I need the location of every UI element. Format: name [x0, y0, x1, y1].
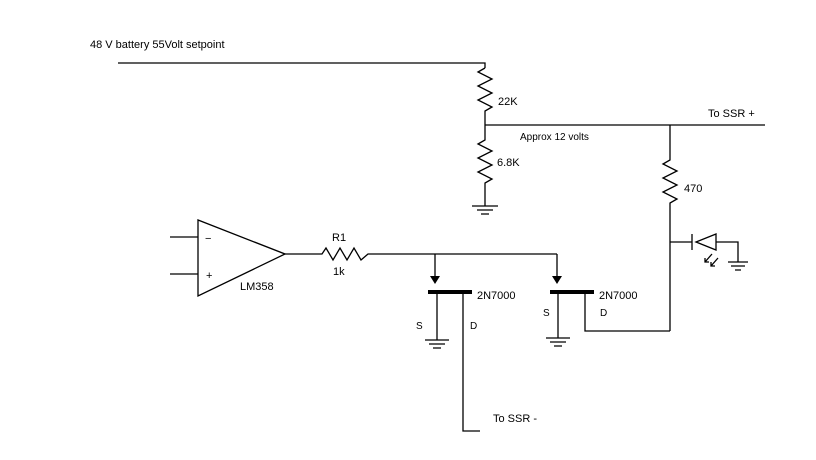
r1-name-label: R1 — [332, 232, 346, 244]
ground-symbol — [472, 205, 498, 215]
resistor-6-8k — [476, 125, 494, 206]
opamp-lm358 — [170, 219, 287, 298]
mosfet-2-drain-label: D — [600, 308, 607, 319]
battery-label: 48 V battery 55Volt setpoint — [90, 39, 225, 51]
mosfet-1 — [425, 254, 480, 432]
r1-value-label: 1k — [333, 266, 345, 278]
mosfet-1-drain-label: D — [470, 321, 477, 332]
resistor-470 — [661, 125, 679, 331]
resistor-22k-label: 22K — [498, 96, 518, 108]
mosfet-2 — [546, 254, 670, 347]
led-branch — [670, 233, 748, 271]
opamp-minus-label: − — [205, 233, 211, 245]
resistor-470-label: 470 — [684, 183, 702, 195]
battery-line — [118, 62, 486, 68]
opamp-plus-label: + — [206, 270, 212, 282]
mosfet-2-label: 2N7000 — [599, 290, 638, 302]
mosfet-1-label: 2N7000 — [477, 290, 516, 302]
mosfet-2-source-label: S — [543, 308, 550, 319]
approx-12v-label: Approx 12 volts — [520, 132, 589, 143]
resistor-6-8k-label: 6.8K — [497, 157, 520, 169]
to-ssr-minus-label: To SSR - — [493, 413, 537, 425]
resistor-r1 — [285, 246, 557, 262]
to-ssr-plus-label: To SSR + — [708, 108, 755, 120]
resistor-22k — [476, 67, 494, 125]
mosfet-1-source-label: S — [416, 321, 423, 332]
opamp-label: LM358 — [240, 281, 274, 293]
